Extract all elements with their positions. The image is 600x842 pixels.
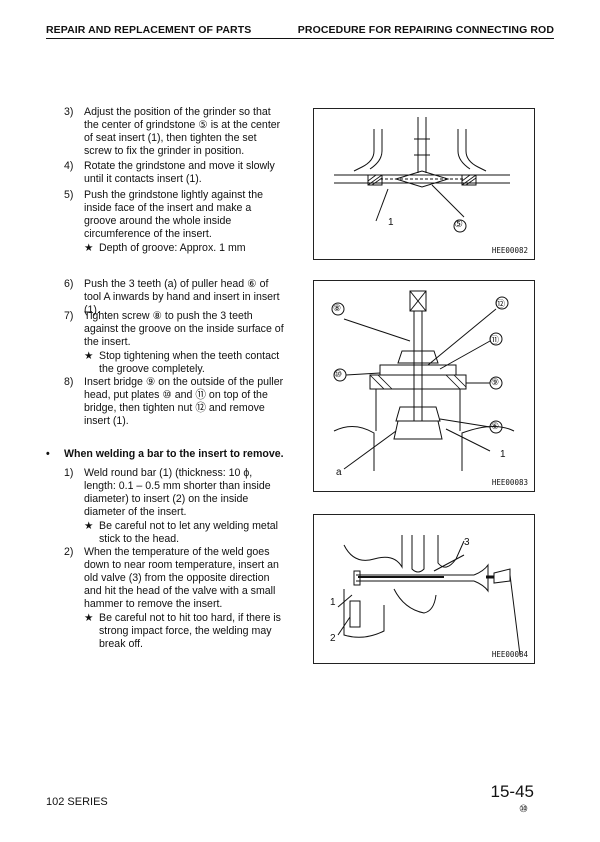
figure-id: HEE00083 bbox=[491, 478, 528, 487]
bullet-icon: • bbox=[46, 448, 50, 460]
step-note: ★ Be careful not to hit too hard, if the… bbox=[84, 612, 286, 651]
figure-welding: 3 1 2 HEE00084 bbox=[313, 514, 535, 664]
step-7: 7) Tighten screw ⑧ to push the 3 teeth a… bbox=[64, 310, 286, 376]
step-text: Adjust the position of the grinder so th… bbox=[84, 106, 281, 157]
footer-series: 102 SERIES bbox=[46, 796, 108, 808]
step-8: 8) Insert bridge ⑨ on the outside of the… bbox=[64, 376, 286, 428]
figure-id: HEE00082 bbox=[491, 246, 528, 255]
figure-grinder: 1 ⑤ HEE00082 bbox=[313, 108, 535, 260]
figure-label-one: 1 bbox=[330, 597, 336, 608]
figure-id: HEE00084 bbox=[491, 650, 528, 659]
star-icon: ★ bbox=[84, 350, 94, 362]
figure-label-six: ⑥ bbox=[491, 421, 500, 431]
step-number: 5) bbox=[64, 189, 74, 201]
step-text: Weld round bar (1) (thickness: 10 ϕ, len… bbox=[84, 467, 271, 518]
figure-label-one: 1 bbox=[500, 449, 506, 460]
header-procedure-title: PROCEDURE FOR REPAIRING CONNECTING ROD bbox=[297, 24, 554, 36]
figure-grinder-drawing bbox=[334, 117, 510, 233]
step-note: ★ Be careful not to let any welding meta… bbox=[84, 520, 286, 546]
star-icon: ★ bbox=[84, 612, 94, 624]
page-number: 15-45 bbox=[490, 782, 534, 801]
weld-step-1: 1) Weld round bar (1) (thickness: 10 ϕ, … bbox=[64, 467, 286, 546]
step-number: 6) bbox=[64, 278, 74, 290]
figure-label-one: 1 bbox=[388, 217, 394, 228]
note-text: Depth of groove: Approx. 1 mm bbox=[99, 242, 246, 254]
figure-label-ten: ⑩ bbox=[334, 369, 343, 379]
step-text: Insert bridge ⑨ on the outside of the pu… bbox=[84, 376, 284, 427]
step-6: 6) Push the 3 teeth (a) of puller head ⑥… bbox=[64, 278, 286, 317]
step-5: 5) Push the grindstone lightly against t… bbox=[64, 189, 286, 255]
figure-puller: ⑧ ⑫ ⑪ ⑩ ⑨ ⑥ 1 a HEE00083 bbox=[313, 280, 535, 492]
section-title: When welding a bar to the insert to remo… bbox=[64, 448, 284, 460]
figure-label-five: ⑤ bbox=[454, 219, 463, 230]
note-text: Be careful not to let any welding metal … bbox=[99, 520, 279, 545]
figure-label-three: 3 bbox=[464, 537, 470, 548]
step-number: 4) bbox=[64, 160, 74, 172]
step-3: 3) Adjust the position of the grinder so… bbox=[64, 106, 286, 158]
figure-label-a: a bbox=[336, 467, 342, 478]
revision-mark: ⑩ bbox=[519, 804, 528, 815]
figure-label-two: 2 bbox=[330, 633, 336, 644]
figure-welding-drawing bbox=[337, 535, 521, 656]
figure-label-eight: ⑧ bbox=[333, 303, 342, 313]
step-number: 2) bbox=[64, 546, 74, 558]
step-text: Push the 3 teeth (a) of puller head ⑥ of… bbox=[84, 278, 280, 316]
step-number: 1) bbox=[64, 467, 74, 479]
step-number: 8) bbox=[64, 376, 74, 388]
step-4: 4) Rotate the grindstone and move it slo… bbox=[64, 160, 286, 186]
step-number: 3) bbox=[64, 106, 74, 118]
header-section-title: REPAIR AND REPLACEMENT OF PARTS bbox=[46, 24, 252, 36]
figure-puller-drawing bbox=[331, 290, 515, 471]
figure-label-nine: ⑨ bbox=[491, 377, 500, 387]
step-note: ★ Stop tightening when the teeth contact… bbox=[84, 350, 286, 376]
star-icon: ★ bbox=[84, 242, 94, 254]
note-text: Be careful not to hit too hard, if there… bbox=[99, 612, 281, 650]
step-text: When the temperature of the weld goes do… bbox=[84, 546, 279, 610]
star-icon: ★ bbox=[84, 520, 94, 532]
section-heading: • When welding a bar to the insert to rem… bbox=[46, 448, 284, 460]
figure-label-twelve: ⑫ bbox=[496, 299, 506, 309]
step-note: ★ Depth of groove: Approx. 1 mm bbox=[84, 242, 286, 255]
figure-label-eleven: ⑪ bbox=[490, 335, 500, 345]
step-text: Tighten screw ⑧ to push the 3 teeth agai… bbox=[84, 310, 284, 348]
header-rule bbox=[46, 38, 554, 39]
note-text: Stop tightening when the teeth contact t… bbox=[99, 350, 280, 375]
step-number: 7) bbox=[64, 310, 74, 322]
step-text: Push the grindstone lightly against the … bbox=[84, 189, 264, 240]
weld-step-2: 2) When the temperature of the weld goes… bbox=[64, 546, 286, 651]
step-text: Rotate the grindstone and move it slowly… bbox=[84, 160, 275, 185]
